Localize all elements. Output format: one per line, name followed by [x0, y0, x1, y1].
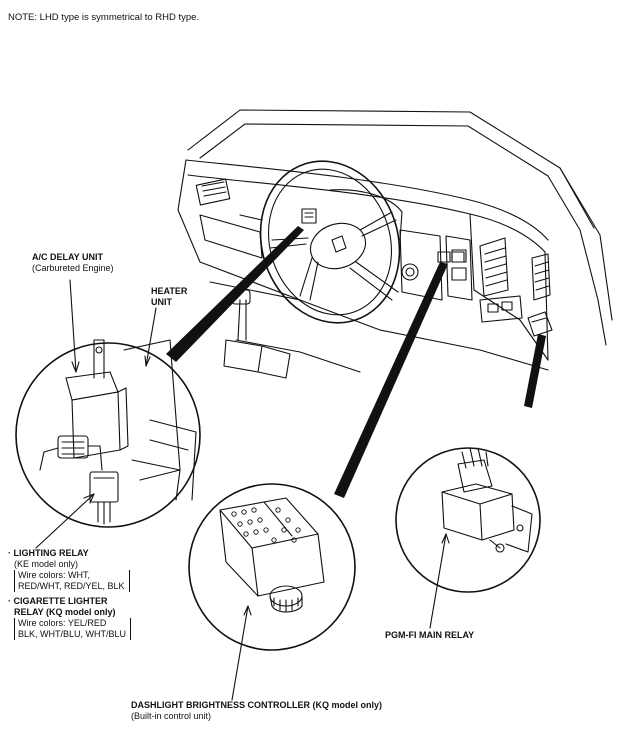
ac-delay-label: A/C DELAY UNIT (Carbureted Engine)	[32, 252, 114, 273]
heater-leader	[145, 307, 157, 367]
lighting-relay-label: · LIGHTING RELAY (KE model only) Wire co…	[8, 548, 130, 592]
pgm-fi-leader	[429, 533, 447, 629]
dashlight-controller-detail-circle	[188, 483, 356, 651]
pgm-fi-relay-label: PGM-FI MAIN RELAY	[385, 630, 475, 640]
callout-lines	[35, 279, 450, 701]
leader-bands	[166, 226, 546, 498]
dashlight-controller-label: DASHLIGHT BRIGHTNESS CONTROLLER (KQ mode…	[131, 700, 382, 721]
lighting-relay-leader	[35, 493, 95, 549]
band-right	[524, 334, 546, 408]
pgm-fi-relay-detail-circle	[395, 447, 541, 593]
cigarette-lighter-relay-label: · CIGARETTE LIGHTER RELAY (KQ model only…	[8, 596, 132, 640]
dash-ctrl-leader	[231, 605, 249, 701]
dashboard-illustration	[177, 109, 613, 379]
ac-delay-leader	[69, 279, 77, 373]
heater-unit-label: HEATER UNIT	[151, 286, 188, 307]
ac-delay-detail-circle	[15, 339, 201, 528]
band-center	[334, 262, 448, 498]
band-left	[166, 226, 304, 362]
diagram-note: NOTE: LHD type is symmetrical to RHD typ…	[8, 12, 200, 23]
